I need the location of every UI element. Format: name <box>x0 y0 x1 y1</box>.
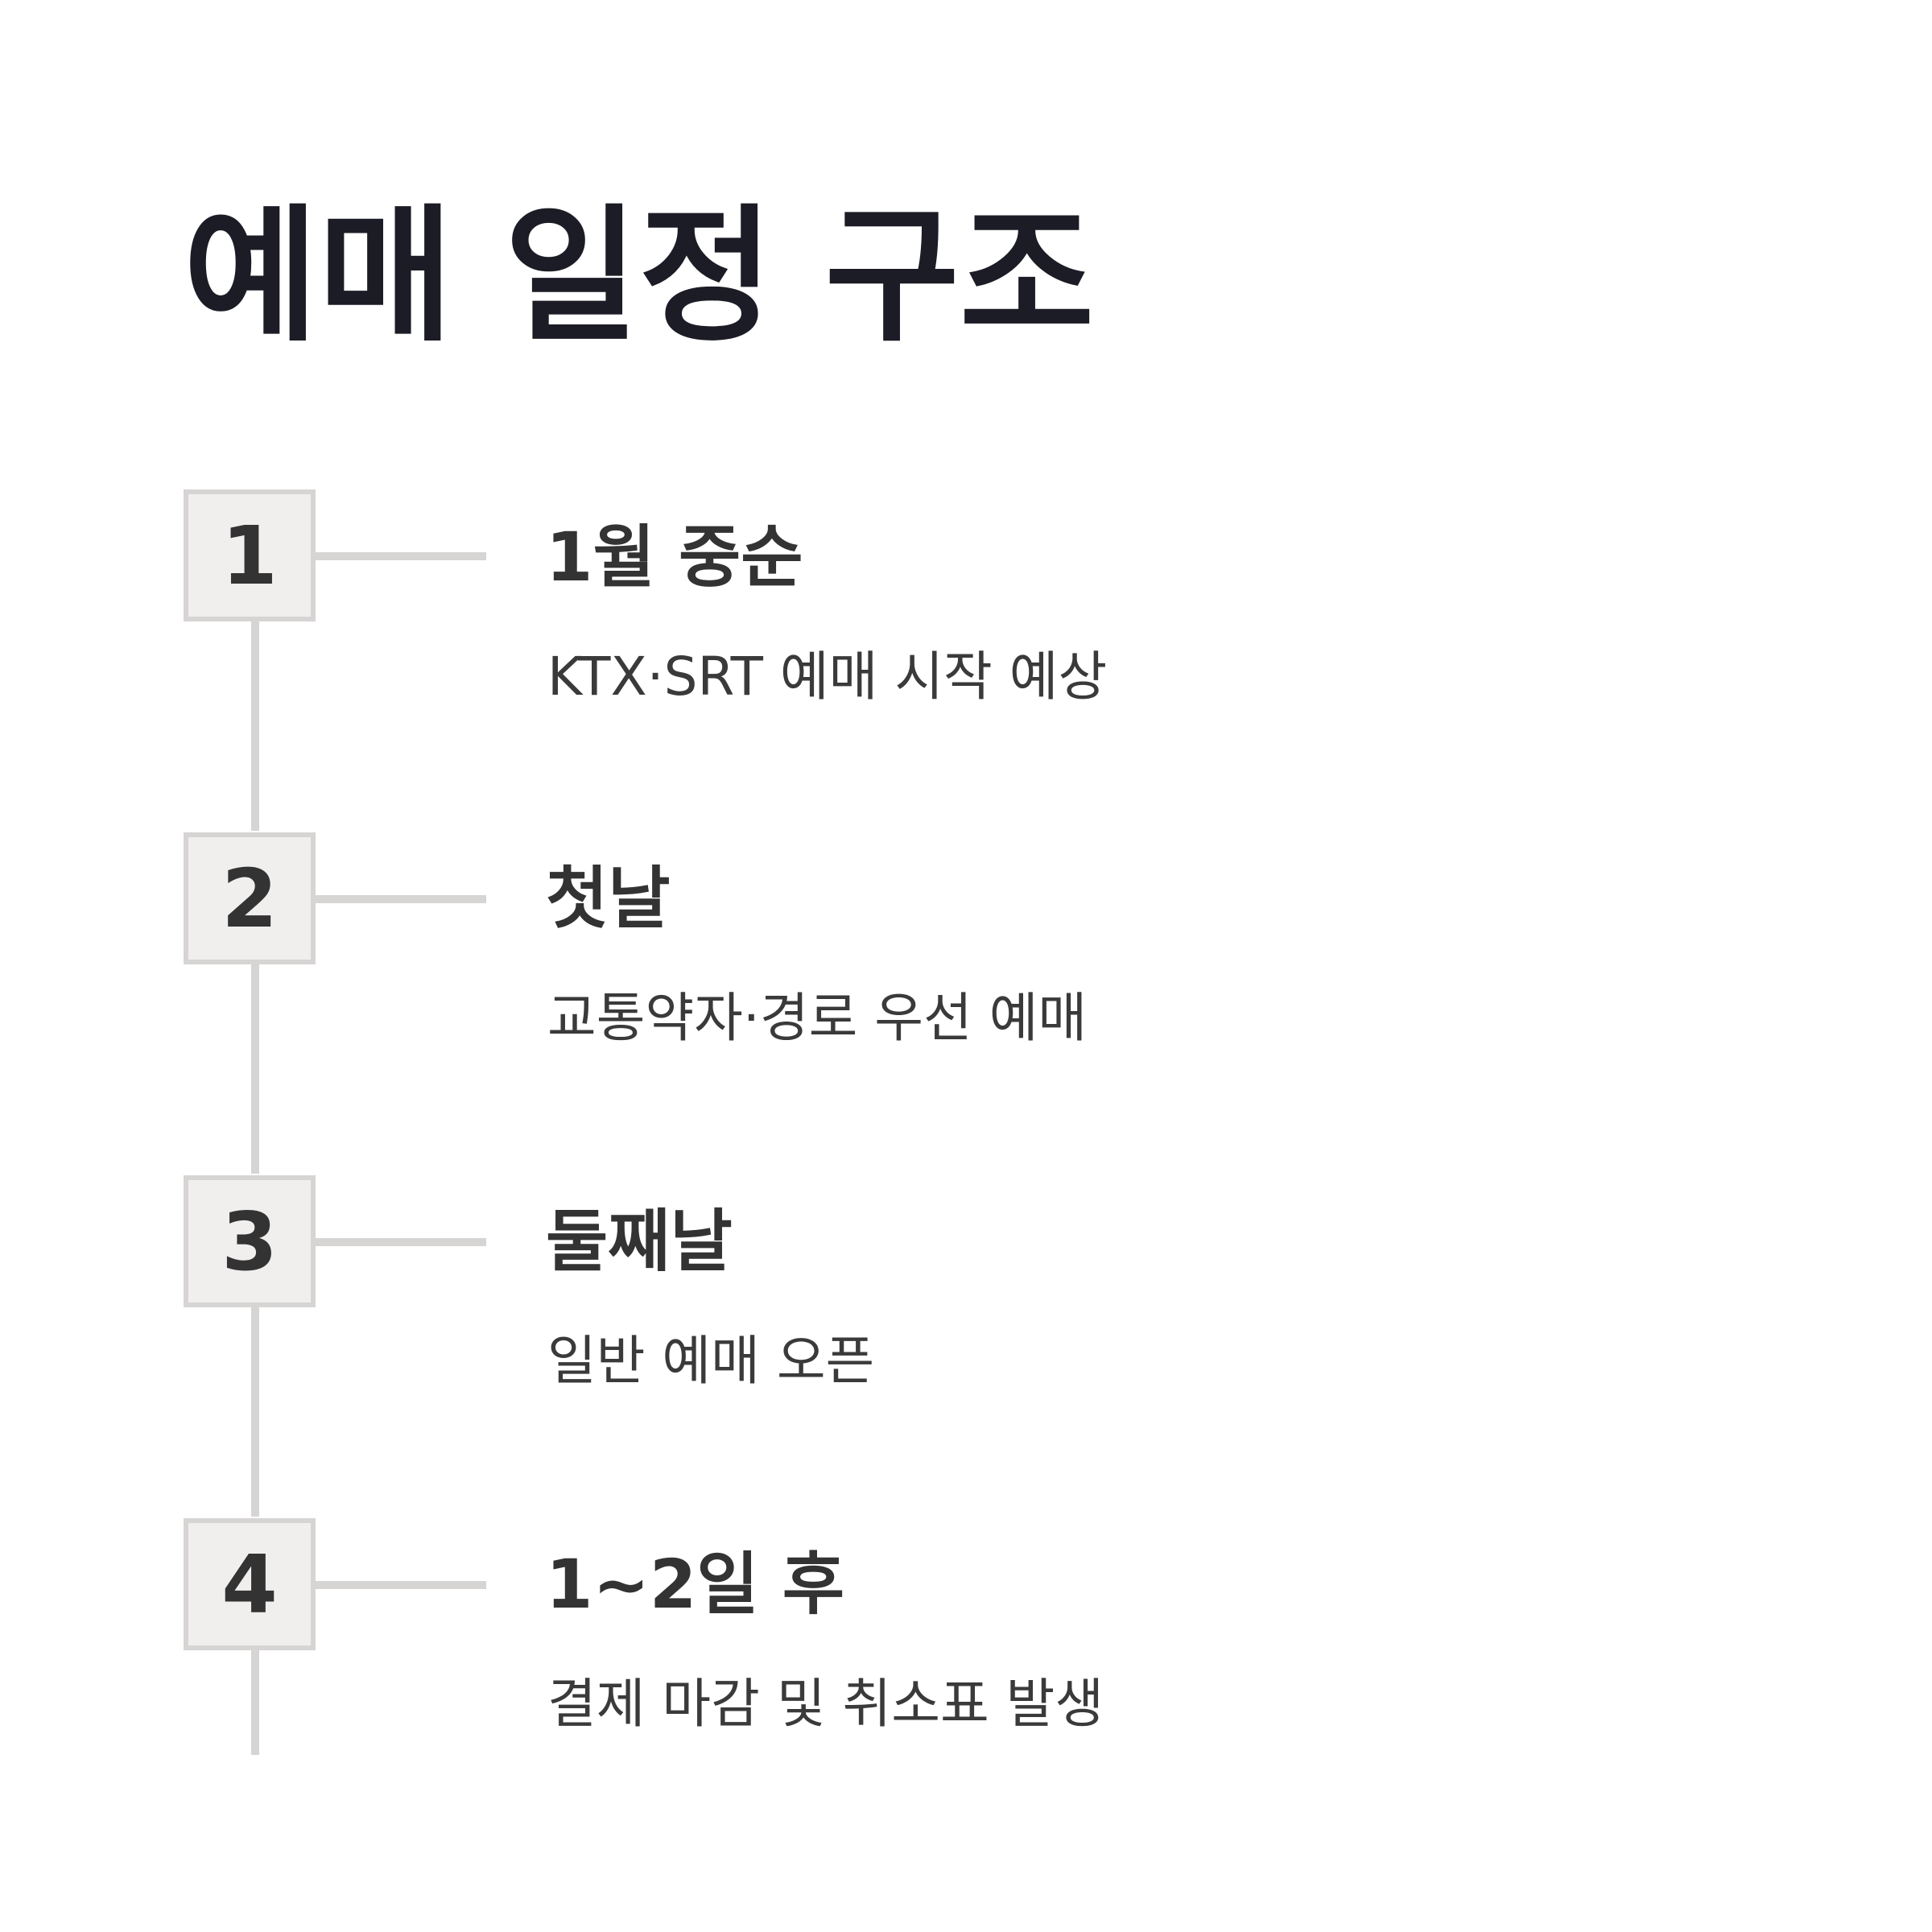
step-connector <box>316 1581 486 1589</box>
step-number: 1 <box>221 508 278 603</box>
step-number-box: 3 <box>184 1175 316 1307</box>
step-connector <box>316 895 486 903</box>
timeline-connector <box>251 963 259 1174</box>
step-description: 결제 마감 및 취소표 발생 <box>547 1673 1104 1735</box>
step-description: KTX·SRT 예매 시작 예상 <box>547 646 1108 708</box>
timeline-connector <box>251 1649 259 1755</box>
step-connector <box>316 552 486 560</box>
step-number: 2 <box>221 851 278 946</box>
step-title: 첫날 <box>546 859 671 938</box>
step-description: 교통약자·경로 우선 예매 <box>547 987 1088 1049</box>
step-title: 1~2일 후 <box>546 1545 845 1624</box>
step-number-box: 2 <box>184 832 316 964</box>
step-number: 3 <box>221 1194 278 1289</box>
step-number-box: 1 <box>184 489 316 621</box>
step-number: 4 <box>221 1537 278 1632</box>
step-connector <box>316 1238 486 1246</box>
timeline-connector <box>251 1306 259 1517</box>
timeline-connector <box>251 620 259 831</box>
step-title: 1월 중순 <box>546 518 803 597</box>
page-title: 예매 일정 구조 <box>184 191 1095 361</box>
step-title: 둘째날 <box>546 1202 733 1281</box>
step-number-box: 4 <box>184 1518 316 1650</box>
step-description: 일반 예매 오픈 <box>547 1330 875 1392</box>
